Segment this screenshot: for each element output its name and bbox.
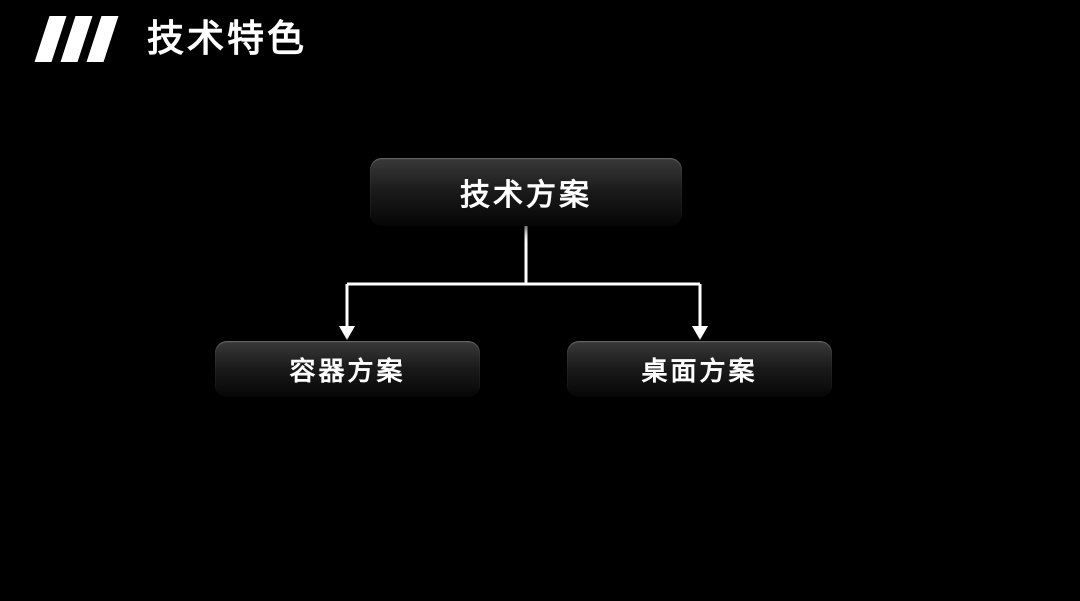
diagram-node-container-plan: 容器方案	[215, 341, 480, 397]
node-label: 技术方案	[460, 179, 592, 212]
page-title: 技术特色	[147, 18, 307, 59]
node-label: 桌面方案	[641, 355, 758, 386]
diagram-node-desktop-plan: 桌面方案	[567, 341, 832, 397]
node-label: 容器方案	[289, 355, 406, 386]
slide-header: 技术特色	[34, 14, 307, 64]
arrow-down-icon	[692, 326, 708, 340]
arrow-down-icon	[339, 326, 355, 340]
diagram-node-root: 技术方案	[370, 158, 682, 226]
